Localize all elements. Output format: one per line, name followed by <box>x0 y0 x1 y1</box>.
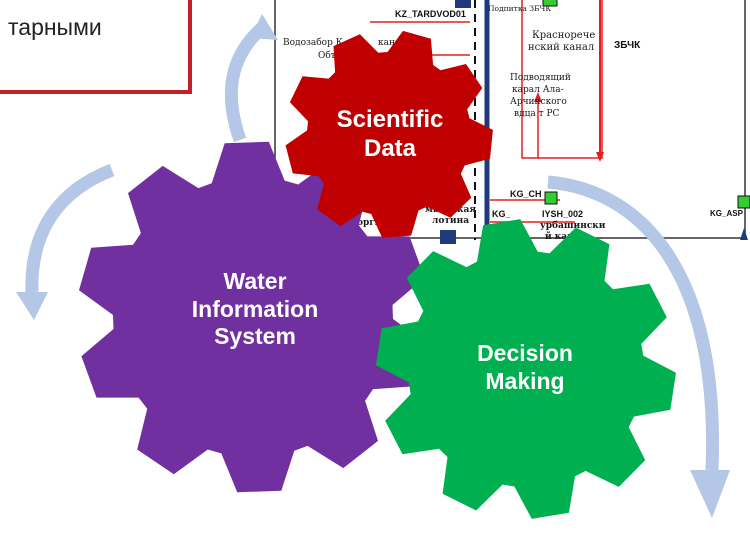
label-zbchk: ЗБЧК <box>614 40 641 51</box>
label-vodozabor: Водозабор К <box>283 37 343 48</box>
station-kz-tardvod <box>455 0 471 8</box>
arrow-head-right <box>690 470 730 518</box>
label-podvod-4: вдца т РС <box>514 109 560 119</box>
arrow-head-left <box>16 292 48 320</box>
gear-decision-making <box>376 219 676 519</box>
arrow-left <box>25 163 115 293</box>
note-box: тарными <box>0 0 192 94</box>
label-podpitka: Подпитка ЗБЧК <box>488 4 551 13</box>
label-podvod-2: карал Ала- <box>512 85 564 95</box>
gear-scientific-line2: Data <box>363 134 417 162</box>
label-kg-ysh: KG_ <box>492 209 512 219</box>
cycle-arrows <box>16 14 730 518</box>
label-georgiev: Георгие <box>345 218 387 228</box>
label-krasnorech: Краснорече <box>532 30 595 41</box>
label-kg-ch: KG_CH <box>510 189 542 199</box>
gear-water-line2: Information <box>191 295 319 322</box>
station-kg-ch <box>544 191 558 205</box>
label-urbash: урбашински <box>540 220 606 231</box>
gear-water-line3: System <box>214 323 296 350</box>
gear-water-line1: Water <box>223 268 287 294</box>
gear-decision-label: Decision Making <box>440 340 610 395</box>
red-loop <box>521 0 603 159</box>
arrow-top-left <box>224 23 267 143</box>
label-kz-tardvod: KZ_TARDVOD01 <box>395 9 466 19</box>
label-obed: Объед <box>318 50 348 61</box>
gear-water-information-system <box>79 141 427 493</box>
gear-scientific-label: Scientific Data <box>315 106 465 164</box>
label-kg-asp: KG_ASP <box>710 209 744 218</box>
label-krasnorech-2: нский канал <box>528 42 594 53</box>
station-kg-asp <box>737 195 750 209</box>
label-podvod-1: Подводящий <box>510 73 571 83</box>
label-kanal: канал <box>378 38 406 48</box>
note-text: тарными <box>8 14 102 40</box>
label-ysh-002: IYSH_002 <box>542 209 583 219</box>
gear-water-label: Water Information System <box>165 268 345 351</box>
label-podvod-3: Арчинского <box>510 97 567 107</box>
label-urbash-kanal: й канал <box>545 231 587 242</box>
arrow-right <box>547 175 720 471</box>
station-podpitka <box>542 0 558 7</box>
gear-decision-line1: Decision <box>477 340 573 366</box>
gear-scientific-data <box>285 30 493 238</box>
station-lower <box>440 230 456 244</box>
arrow-head-top-left <box>250 14 278 40</box>
gear-scientific-line1: Scientific <box>336 106 444 133</box>
gear-decision-line2: Making <box>485 367 565 394</box>
label-lotina: лотина <box>432 216 469 226</box>
